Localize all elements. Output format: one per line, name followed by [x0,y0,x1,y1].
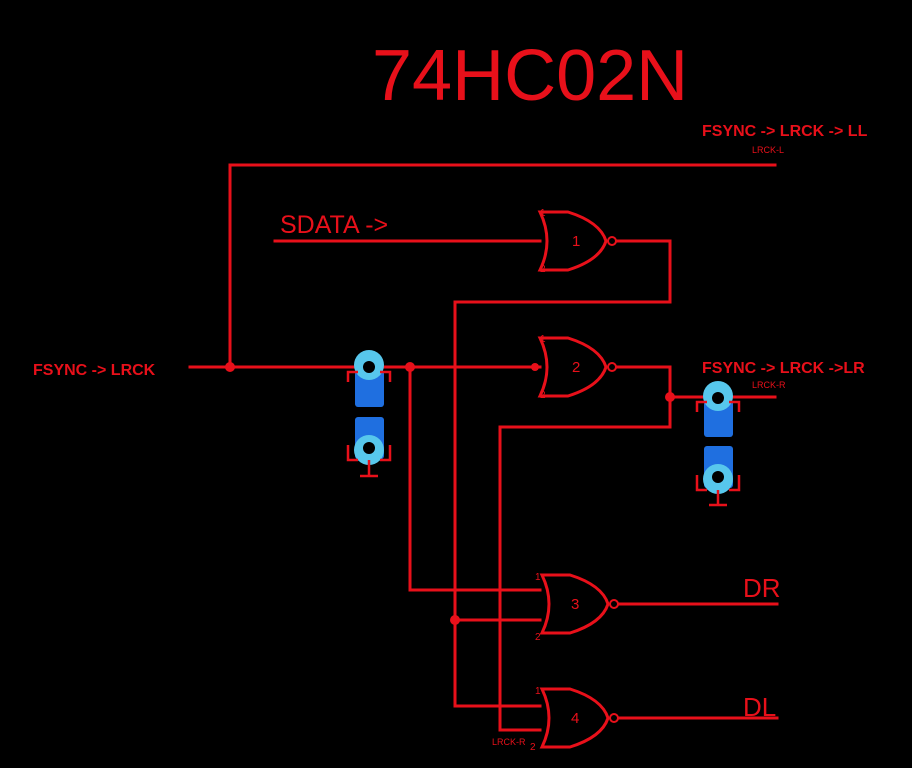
net-label-lrck-in: FSYNC -> LRCK [33,362,156,379]
svg-text:1: 1 [535,686,541,697]
net-label-ll-out: FSYNC -> LRCK -> LL [702,123,868,140]
chip-title: 74HC02N [372,36,688,116]
nor-gate-1: 1 2 1 [537,208,617,275]
wire-ll-out [228,163,777,369]
nor-gate-4: 1 2 4 [530,686,619,753]
wire-gate1-out [453,239,672,708]
net-label-lr-out: FSYNC -> LRCK ->LR [702,360,865,377]
svg-text:3: 3 [571,596,579,613]
svg-text:1: 1 [535,572,541,583]
net-label-lrck-r-bottom: LRCK-R [492,737,526,747]
svg-text:2: 2 [572,359,580,376]
capacitor-component-2 [695,381,741,507]
capacitor-component-1 [346,350,392,478]
wire-gate2-fb [498,395,672,732]
svg-text:2: 2 [540,390,546,401]
svg-text:2: 2 [530,742,536,753]
svg-text:2: 2 [535,632,541,643]
svg-text:1: 1 [572,233,580,250]
wire-lrck-to-gate3 [408,365,542,592]
junctions [225,362,675,625]
net-label-sdata: SDATA -> [280,211,388,239]
wires [188,163,779,732]
nor-gate-3: 1 2 3 [535,572,619,643]
net-sublabel-lrck-r: LRCK-R [752,380,786,390]
svg-text:1: 1 [540,208,546,219]
svg-text:1: 1 [540,334,546,345]
net-label-dr: DR [743,573,781,603]
svg-text:2: 2 [540,264,546,275]
svg-text:4: 4 [571,710,579,727]
nor-gate-2: 1 2 2 [537,334,617,401]
net-sublabel-lrck-l: LRCK-L [752,145,784,155]
